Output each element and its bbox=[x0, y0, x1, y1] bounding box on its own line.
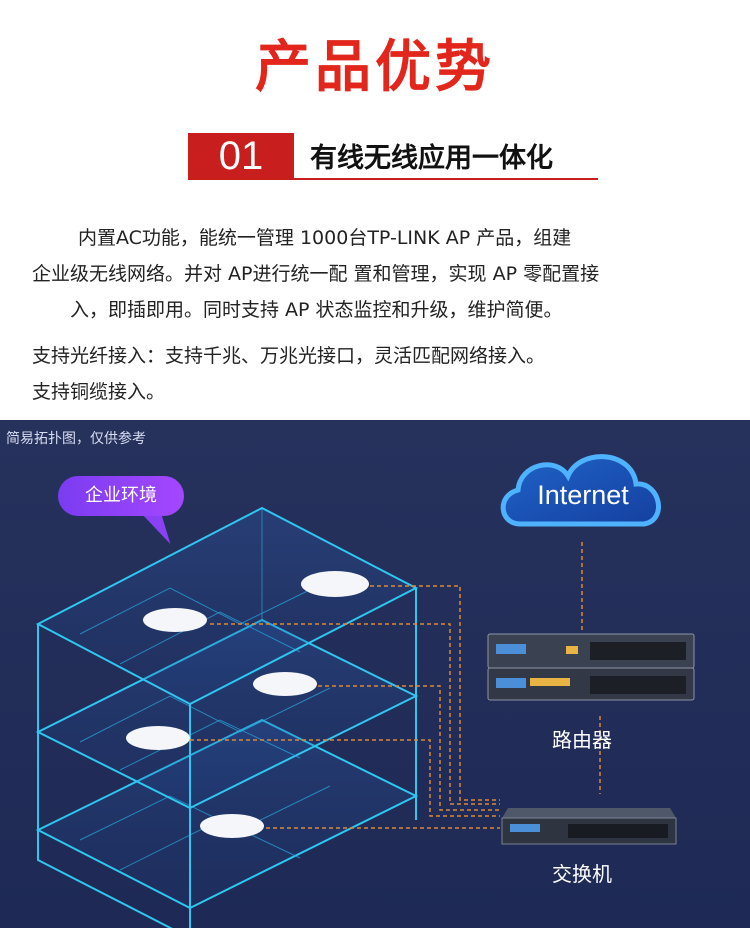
topology-caption: 简易拓扑图，仅供参考 bbox=[6, 431, 146, 447]
topology-diagram: 简易拓扑图，仅供参考 企业环境 Internet 路由器 交换机 bbox=[0, 420, 750, 928]
router-icon bbox=[487, 633, 695, 701]
network-cables bbox=[190, 542, 601, 829]
switch-icon bbox=[501, 808, 677, 845]
switch-label: 交换机 bbox=[552, 862, 612, 886]
copper-support-line: 支持铜缆接入。 bbox=[32, 381, 166, 403]
section-title: 有线无线应用一体化 bbox=[310, 143, 553, 174]
enterprise-label: 企业环境 bbox=[58, 476, 184, 516]
internet-cloud-icon bbox=[500, 454, 661, 527]
description-line-1: 内置AC功能，能统一管理 1000台TP-LINK AP 产品，组建 bbox=[78, 227, 572, 249]
floor-top bbox=[35, 506, 419, 808]
router-label: 路由器 bbox=[552, 728, 612, 752]
access-point-icon bbox=[126, 571, 369, 838]
fiber-support-line: 支持光纤接入：支持千兆、万兆光接口，灵活匹配网络接入。 bbox=[32, 345, 546, 367]
page-title: 产品优势 bbox=[255, 35, 495, 100]
description-line-3: 入，即插即用。同时支持 AP 状态监控和升级，维护简便。 bbox=[70, 299, 563, 321]
internet-label: Internet bbox=[537, 480, 629, 510]
description-line-2: 企业级无线网络。并对 AP进行统一配 置和管理，实现 AP 零配置接 bbox=[32, 263, 600, 285]
section-underline bbox=[188, 178, 598, 180]
section-number: 01 bbox=[188, 133, 294, 179]
topology-graphic bbox=[35, 454, 695, 928]
